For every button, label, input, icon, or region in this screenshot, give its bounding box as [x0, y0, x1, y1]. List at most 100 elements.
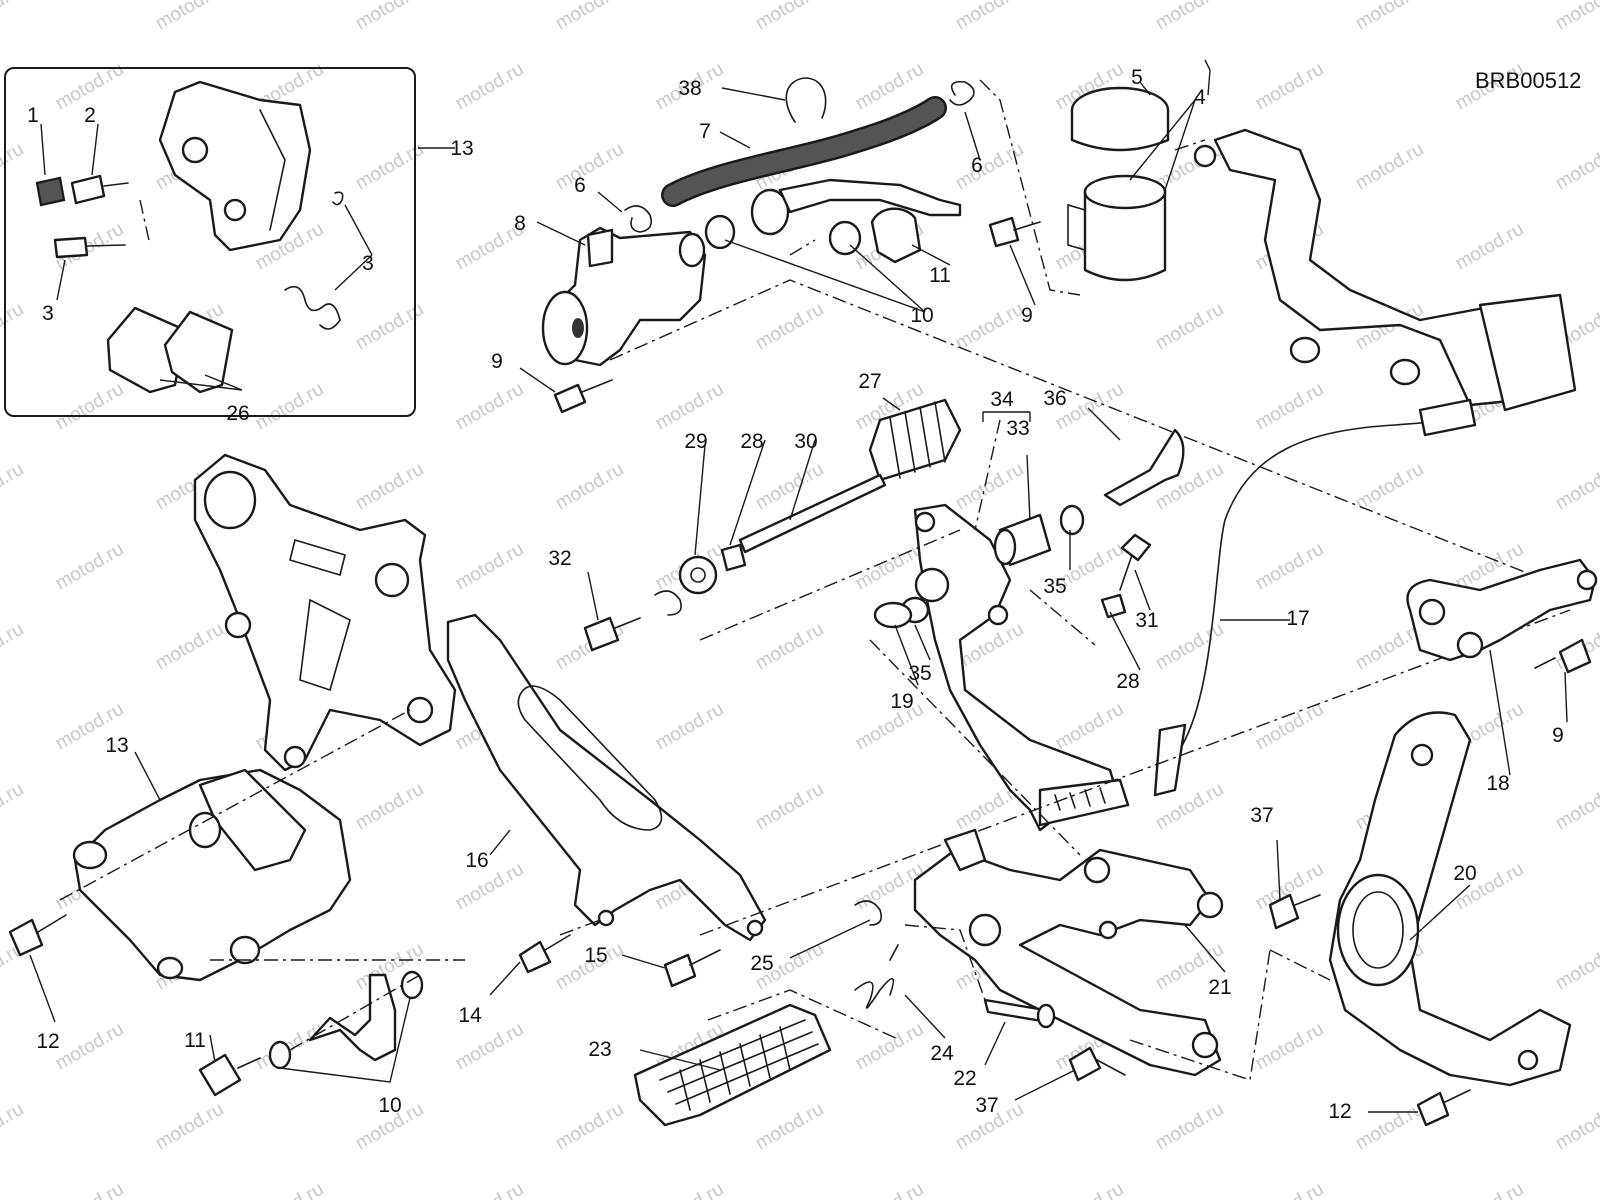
- callout-l7: 7: [699, 120, 711, 143]
- callout-l20: 20: [1453, 862, 1476, 885]
- callout-l25: 25: [750, 952, 773, 975]
- watermark-text: motod.ru: [1552, 459, 1600, 515]
- callout-l18: 18: [1486, 772, 1509, 795]
- watermark-text: motod.ru: [752, 619, 827, 675]
- inset-caliper-kit: [4, 67, 455, 417]
- watermark-text: motod.ru: [752, 779, 827, 835]
- watermark-text: motod.ru: [452, 59, 527, 115]
- watermark-text: motod.ru: [352, 779, 427, 835]
- watermark-text: motod.ru: [752, 299, 827, 355]
- switch-bolt-head: [1120, 533, 1152, 562]
- banjo-bolt: [870, 207, 922, 264]
- callout-l9a: 9: [491, 350, 503, 373]
- callout-l13a: 13: [450, 137, 473, 160]
- watermark-text: motod.ru: [1252, 1019, 1327, 1075]
- callout-l17: 17: [1286, 607, 1309, 630]
- watermark-text: motod.ru: [752, 1099, 827, 1155]
- watermark-text: motod.ru: [1552, 139, 1600, 195]
- watermark-text: motod.ru: [52, 1019, 127, 1075]
- watermark-text: motod.ru: [452, 1019, 527, 1075]
- callout-l6b: 6: [971, 154, 983, 177]
- bracket-bolt-12: [1416, 1091, 1450, 1127]
- watermark-text: motod.ru: [852, 1179, 927, 1200]
- callout-l12b: 12: [1328, 1100, 1351, 1123]
- callout-l22: 22: [953, 1067, 976, 1090]
- callout-l1: 1: [27, 104, 39, 127]
- watermark-text: motod.ru: [452, 539, 527, 595]
- callout-l9c: 9: [1552, 724, 1564, 747]
- reservoir-body: [1083, 188, 1167, 282]
- brake-pad-1: [106, 306, 187, 394]
- callout-l28a: 28: [740, 430, 763, 453]
- callout-l4: 4: [1194, 86, 1206, 109]
- watermark-text: motod.ru: [552, 0, 627, 34]
- callout-l3b: 3: [362, 252, 374, 275]
- rod-washer: [678, 555, 718, 595]
- watermark-text: motod.ru: [452, 379, 527, 435]
- callout-l21: 21: [1208, 976, 1231, 999]
- brake-pipe: [778, 178, 962, 217]
- watermark-text: motod.ru: [1152, 0, 1227, 34]
- guard-bolt-14: [518, 940, 552, 974]
- footpeg-holder: [913, 848, 1222, 1077]
- switch-nut: [1100, 593, 1127, 619]
- hose-clip: [785, 77, 827, 123]
- watermark-text: motod.ru: [52, 539, 127, 595]
- watermark-text: motod.ru: [352, 459, 427, 515]
- callout-l38: 38: [678, 77, 701, 100]
- watermark-text: motod.ru: [952, 139, 1027, 195]
- callout-l23: 23: [588, 1038, 611, 1061]
- callout-l26: 26: [226, 402, 249, 425]
- hose-fitting: [586, 228, 614, 268]
- retaining-pin: [53, 236, 89, 259]
- callout-l35b: 35: [908, 662, 931, 685]
- footpeg-clip: [854, 900, 883, 926]
- watermark-text: motod.ru: [252, 379, 327, 435]
- banjo-fitting: [750, 188, 790, 236]
- watermark-text: motod.ru: [1452, 1179, 1527, 1200]
- bleed-cap: [35, 176, 66, 207]
- watermark-text: motod.ru: [652, 699, 727, 755]
- callout-l3a: 3: [42, 302, 54, 325]
- watermark-text: motod.ru: [752, 0, 827, 34]
- watermark-text: motod.ru: [0, 1099, 27, 1155]
- brake-pedal-group: [583, 397, 1477, 856]
- watermark-text: motod.ru: [652, 379, 727, 435]
- reservoir-hose: [663, 98, 945, 205]
- watermark-text: motod.ru: [1452, 219, 1527, 275]
- watermark-text: motod.ru: [1052, 699, 1127, 755]
- callout-l11b: 11: [184, 1029, 206, 1052]
- heel-guard: [446, 613, 767, 942]
- brake-pad-2: [163, 310, 234, 394]
- callout-l10b: 10: [378, 1094, 401, 1117]
- watermark-text: motod.ru: [152, 0, 227, 34]
- watermark-text: motod.ru: [1552, 0, 1600, 34]
- reservoir-bolt: [988, 216, 1020, 248]
- callout-l9b: 9: [1021, 304, 1033, 327]
- heel-guard-group: [446, 609, 1571, 996]
- switch-bracket: [1406, 558, 1597, 662]
- rear-master-cylinder-group: [519, 59, 1577, 591]
- watermark-text: motod.ru: [252, 1019, 327, 1075]
- watermark-text: motod.ru: [0, 459, 27, 515]
- bleed-screw: [70, 174, 106, 205]
- inset-caliper-body: [158, 80, 312, 252]
- watermark-text: motod.ru: [1352, 0, 1427, 34]
- watermark-text: motod.ru: [1152, 1099, 1227, 1155]
- callout-l34: 34: [990, 388, 1014, 411]
- watermark-text: motod.ru: [552, 1099, 627, 1155]
- sealing-washer: [704, 214, 736, 250]
- sealing-washer-lower: [268, 1040, 292, 1070]
- drawing-code: BRB00512: [1475, 68, 1581, 93]
- hose-clamp-top: [949, 80, 975, 106]
- watermark-text: motod.ru: [252, 1179, 327, 1200]
- banjo-bolt-lower: [198, 1053, 242, 1097]
- watermark-text: motod.ru: [1252, 1179, 1327, 1200]
- watermark-text: motod.ru: [1152, 299, 1227, 355]
- watermark-text: motod.ru: [852, 1019, 927, 1075]
- lock-nut: [720, 543, 747, 572]
- watermark-text: motod.ru: [152, 1099, 227, 1155]
- callout-l31: 31: [1135, 609, 1158, 632]
- hose-clamp-left: [624, 205, 653, 233]
